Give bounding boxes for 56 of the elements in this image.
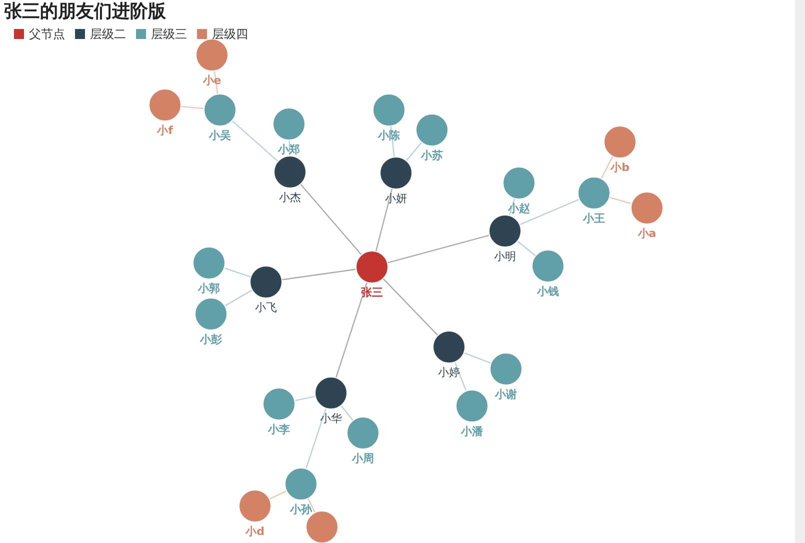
link-line (288, 140, 290, 156)
legend-label: 层级二 (90, 26, 126, 41)
node-label: 小潘 (460, 425, 484, 438)
node-label: 小苏 (420, 149, 444, 162)
node-label: 小周 (350, 452, 375, 465)
node-label: 小a (636, 227, 658, 240)
link-line (406, 142, 422, 162)
node-label: 小王 (582, 212, 606, 225)
link-line (609, 196, 632, 204)
legend-label: 层级三 (151, 26, 187, 41)
link-line (335, 282, 368, 378)
node-label: 小李 (266, 423, 291, 436)
link-line (519, 198, 580, 226)
node-label: 小郑 (276, 143, 301, 156)
node-label: 小赵 (506, 202, 531, 215)
link-line (387, 234, 490, 264)
link-line (282, 268, 356, 280)
node-label: 小郭 (196, 282, 221, 295)
link-line (307, 498, 316, 513)
link-line (390, 126, 395, 158)
link-line (464, 352, 492, 364)
node-label: 小b (609, 161, 630, 174)
node-label: 小明 (493, 250, 517, 263)
node-label: 小f (156, 124, 174, 137)
link-line (454, 362, 467, 392)
link-line (224, 290, 252, 306)
node-label: 小杰 (278, 191, 302, 204)
link-line (600, 156, 614, 180)
node-label: 小孙 (288, 503, 314, 516)
chart-title: 张三的朋友们进阶版 (4, 1, 166, 23)
link-line (269, 490, 287, 500)
link-line (232, 120, 278, 162)
link-line (305, 408, 327, 469)
node-label: 小e (202, 74, 222, 87)
link-line (508, 198, 516, 216)
link-line (517, 240, 536, 256)
node-label: 小飞 (254, 301, 278, 314)
node-label: 小陈 (376, 129, 401, 142)
node-label: 小吴 (208, 129, 232, 142)
node-label: 小谢 (494, 388, 518, 401)
link-line (224, 268, 251, 278)
node-label: 小彭 (198, 333, 223, 346)
link-line (375, 188, 393, 252)
node-label: 小钱 (536, 285, 560, 298)
legend-label: 父节点 (29, 26, 65, 41)
node-label: 小华 (319, 412, 343, 425)
link-line (382, 278, 438, 336)
link-line (300, 184, 362, 256)
node-label: 小d (244, 525, 266, 538)
legend-label: 层级四 (212, 26, 248, 41)
node-label: 小婷 (437, 366, 461, 379)
link-line (180, 106, 204, 110)
node-label: 张三 (360, 286, 384, 299)
link-line (340, 405, 354, 421)
link-line (294, 396, 316, 402)
node-label: 小妍 (384, 192, 408, 205)
